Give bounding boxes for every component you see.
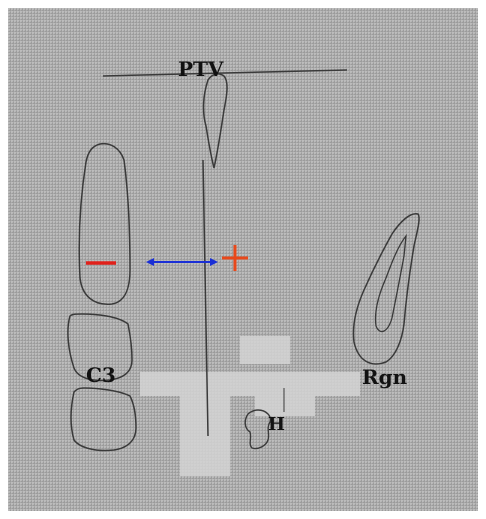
plus-marker [222,245,248,271]
c3-label: C3 [86,363,116,387]
pterygoid-fissure-outline [204,74,228,168]
distance-arrow [146,258,218,266]
rgn-inner-outline [375,236,406,332]
h-label: H [268,414,285,435]
rgn-mandible-outline [353,214,419,364]
rgn-label: Rgn [362,365,408,389]
c2-vertebra-outline [79,144,130,305]
c4-vertebra-outline [71,388,136,451]
radiolucent-highlights [140,336,360,476]
ptv-label: PTV [178,57,224,81]
ptv-horizontal-line [103,70,347,76]
